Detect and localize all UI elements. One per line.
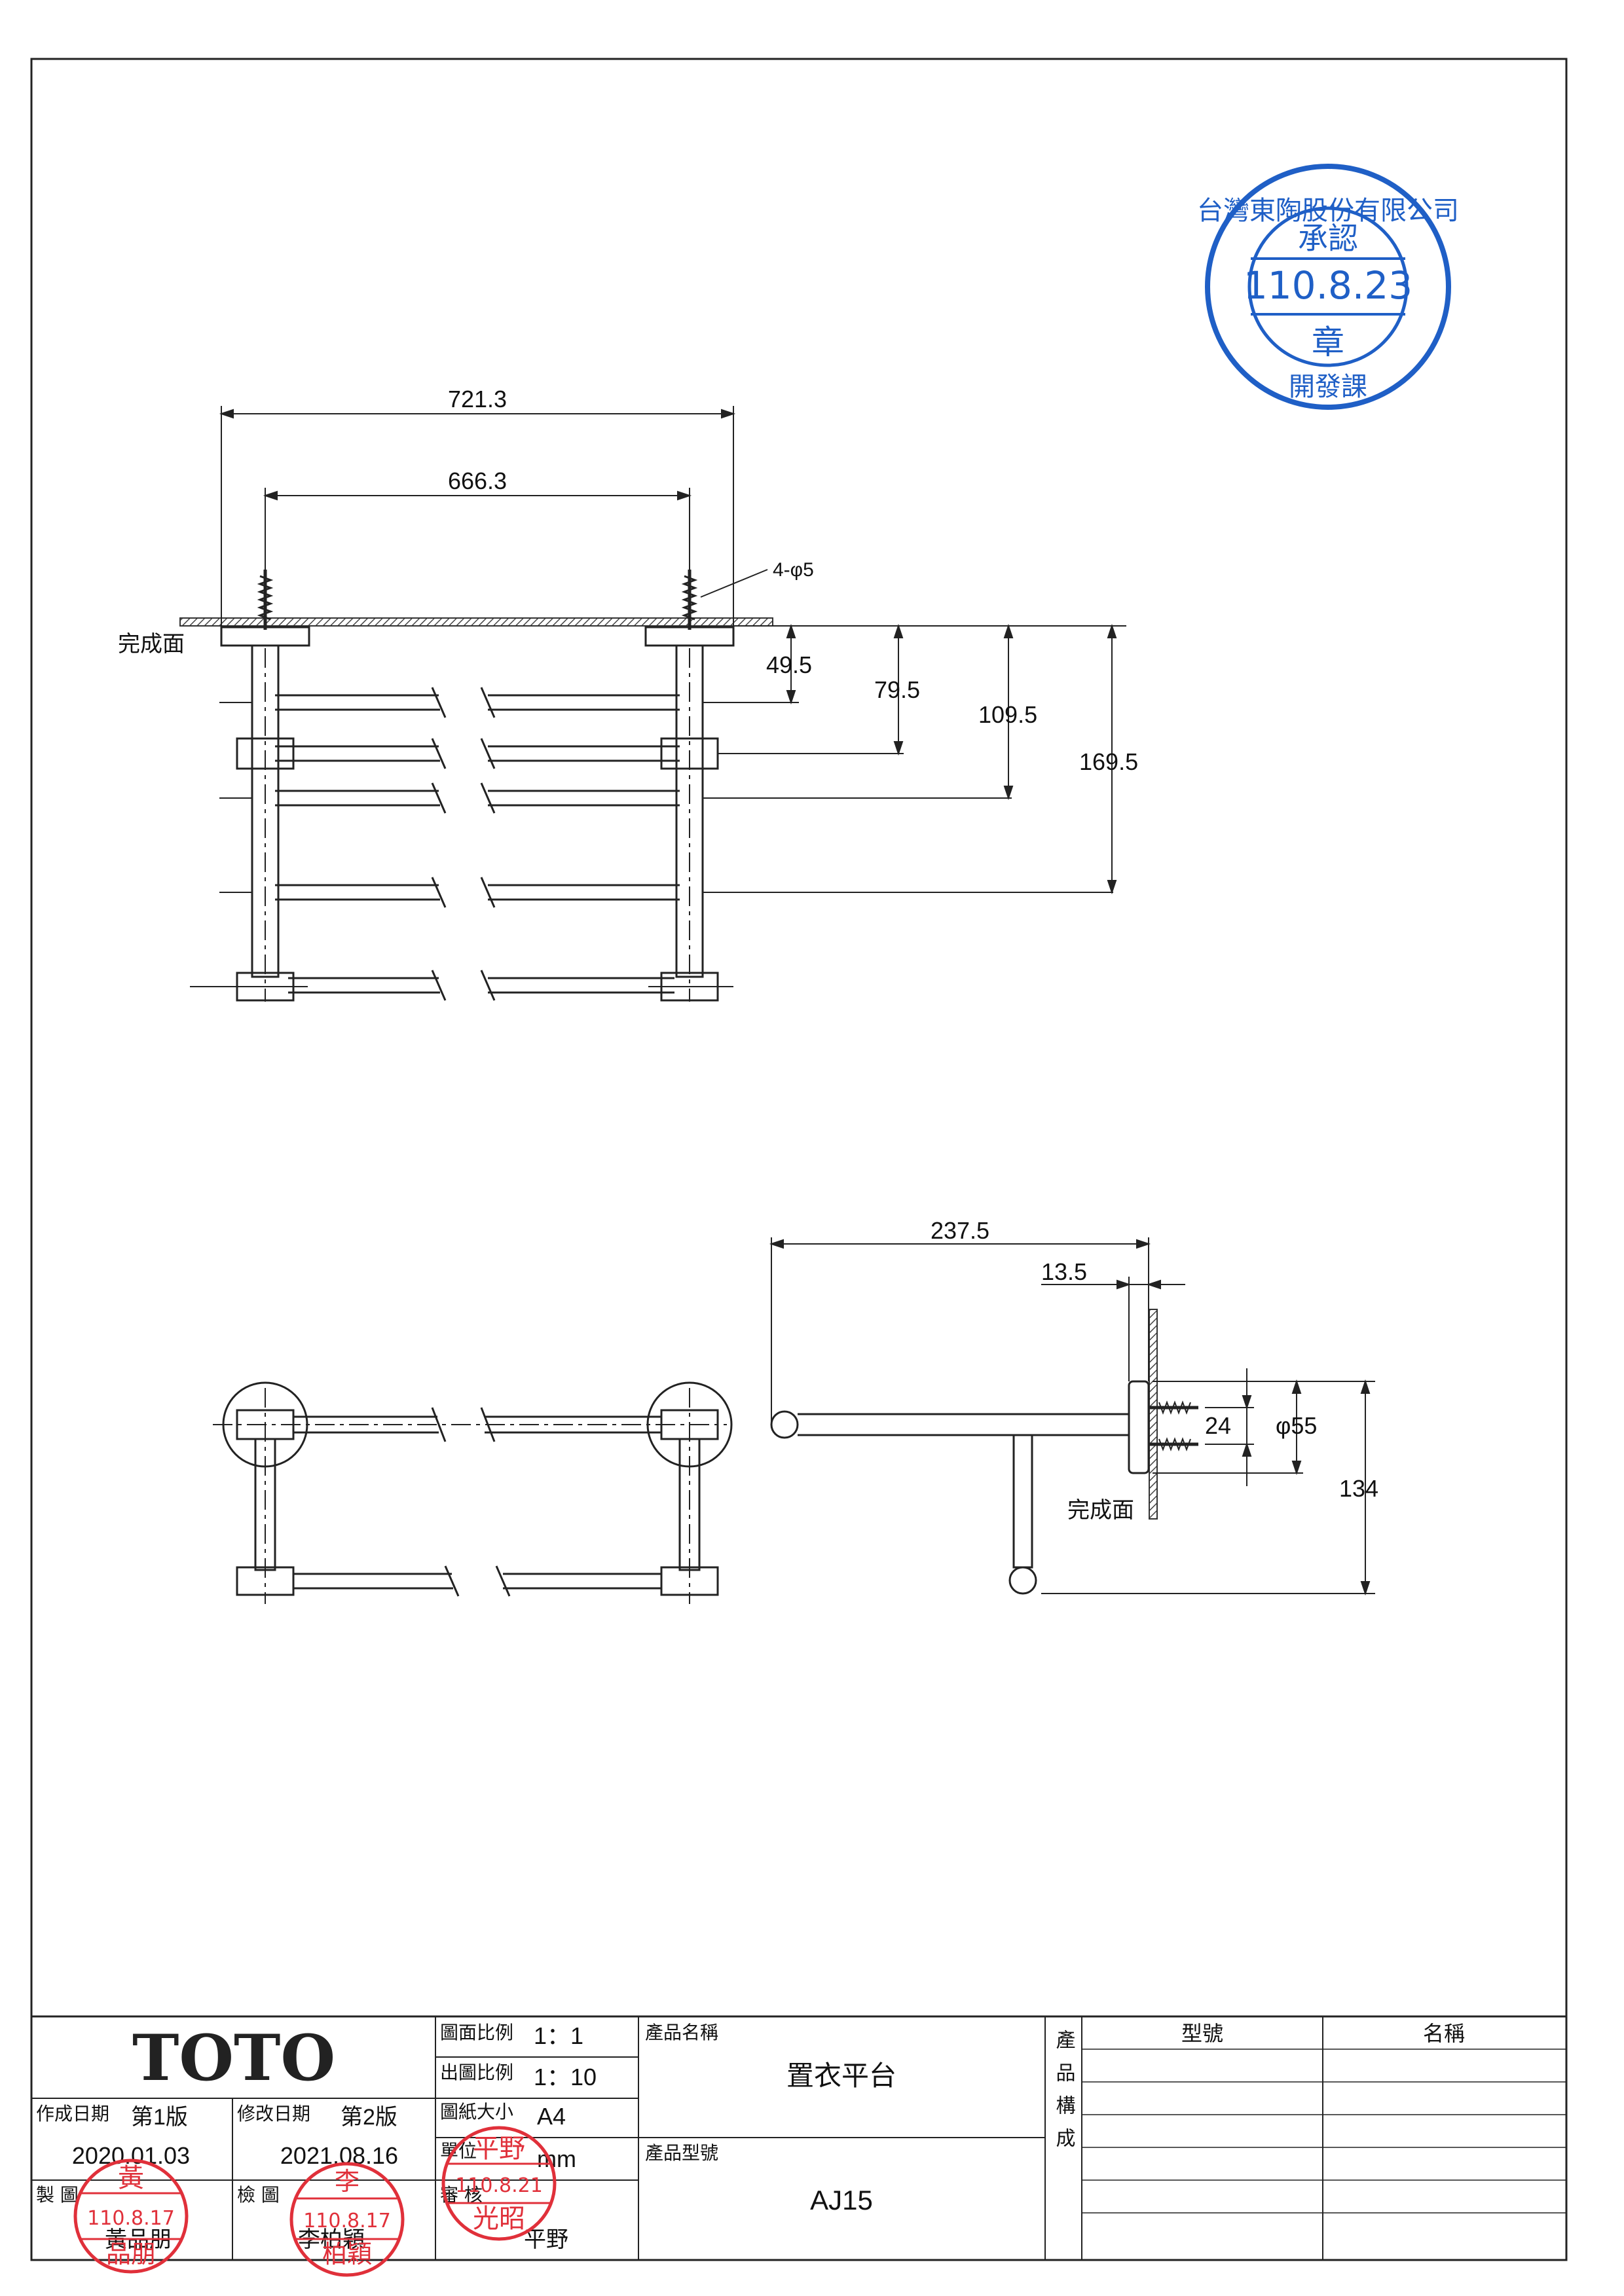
drawn-stamp: 黃 110.8.17 品朋 [73,2159,189,2274]
paper-value: A4 [537,2103,566,2130]
drawn-stamp-date: 110.8.17 [87,2207,175,2230]
title-block [30,2015,1568,2261]
stamp-seal: 章 [1312,323,1344,361]
drawn-stamp-bottom: 品朋 [106,2240,156,2269]
dim-plate: 13.5 [1041,1258,1087,1285]
checked-label: 檢 圖 [237,2184,280,2206]
stamp-company: 台灣東陶股份有限公司 [1197,196,1459,226]
dim-bar4: 169.5 [1079,748,1138,775]
dim-bar2: 79.5 [874,676,920,703]
paper-label: 圖紙大小 [440,2101,513,2123]
approval-stamp: 台灣東陶股份有限公司 承認 110.8.23 章 開發課 [1197,164,1459,410]
checked-stamp-top: 李 [335,2167,360,2196]
created-label: 作成日期 [36,2103,109,2124]
side-view [770,1309,1198,1595]
created-date: 2020.01.03 [72,2142,190,2169]
dim-screw-spacing: 24 [1205,1412,1231,1439]
created-version: 第1版 [131,2105,188,2130]
dim-outer-width: 721.3 [448,386,507,412]
dim-bar3: 109.5 [978,701,1037,728]
dim-height: 134 [1339,1475,1378,1502]
scale-label: 圖面比例 [440,2022,513,2043]
checked-stamp: 李 110.8.17 柏穎 [289,2162,405,2277]
toto-logo: TOTO [132,2021,335,2095]
wall-hatch [179,617,773,627]
product-model-label: 產品型號 [645,2142,718,2164]
right-mount-plate [644,626,735,647]
dim-diameter: φ55 [1276,1412,1317,1439]
approved-stamp: 平野 110.8.21 光昭 [441,2126,557,2241]
front-dimensions [219,406,1126,895]
stamp-date: 110.8.23 [1244,263,1412,308]
composition-label: 產品構成 [1052,2030,1076,2160]
stamp-dept: 開發課 [1289,372,1367,402]
checked-stamp-bottom: 柏穎 [322,2240,372,2269]
checked-stamp-date: 110.8.17 [303,2210,391,2232]
stamp-title: 承認 [1298,221,1358,256]
approved-stamp-bottom: 光昭 [473,2204,525,2234]
top-view [213,1381,733,1604]
scale-value: 1：1 [534,2022,583,2049]
finish-surface-label-front: 完成面 [118,631,185,657]
front-bars [275,687,680,1001]
front-view [179,570,773,1002]
approved-stamp-top: 平野 [473,2134,525,2164]
dim-inner-width: 666.3 [448,467,507,494]
drawn-label: 製 圖 [36,2184,79,2206]
col-model: 型號 [1181,2021,1223,2046]
dim-depth: 237.5 [931,1217,989,1244]
left-post [251,644,280,978]
dim-screw: 4-φ5 [773,559,814,581]
finish-surface-label-side: 完成面 [1067,1497,1134,1523]
print-scale-label: 出圖比例 [440,2062,513,2083]
approved-stamp-date: 110.8.21 [455,2174,543,2197]
product-name-label: 產品名稱 [645,2022,718,2043]
left-mount-plate [220,626,310,647]
print-scale-value: 1：10 [534,2064,597,2090]
revised-label: 修改日期 [237,2103,310,2124]
side-dimensions [769,1237,1375,1596]
right-post [675,644,704,978]
right-screw-icon [681,570,698,630]
wall-hatch-side [1149,1309,1158,1520]
dim-bar1: 49.5 [766,651,812,678]
product-model: AJ15 [810,2185,873,2215]
drawn-stamp-top: 黃 [118,2163,144,2193]
left-screw-icon [257,570,274,630]
col-name: 名稱 [1423,2021,1465,2046]
side-mount-plate [1128,1380,1150,1474]
approved-name: 平野 [524,2227,568,2253]
revised-version: 第2版 [341,2105,397,2130]
product-name: 置衣平台 [786,2060,896,2092]
